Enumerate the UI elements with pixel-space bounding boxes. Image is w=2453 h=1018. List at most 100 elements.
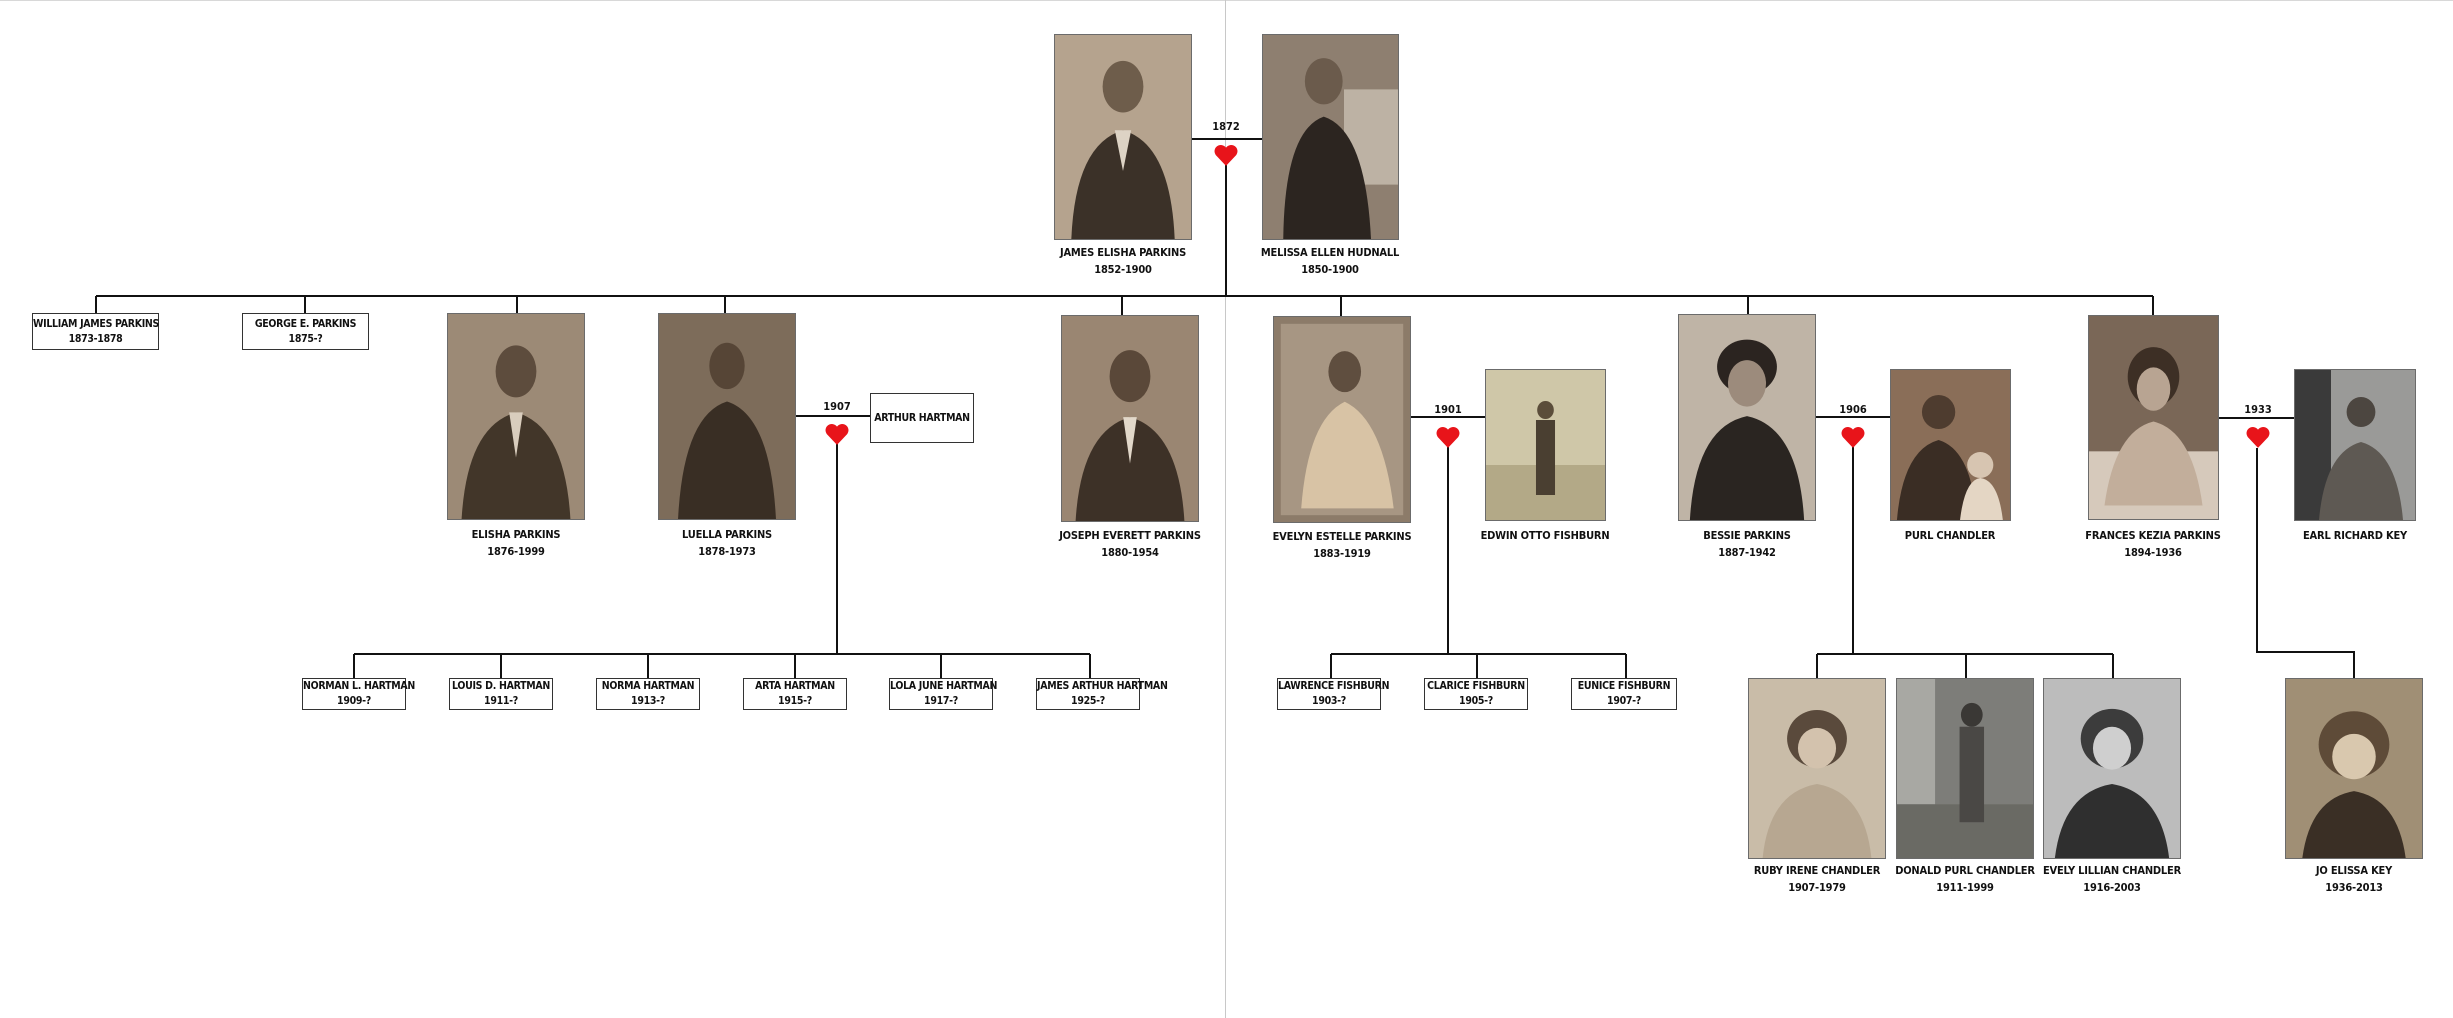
person-name: NORMA HARTMAN xyxy=(601,680,695,692)
portrait-frances-kezia-parkins xyxy=(2088,315,2219,520)
portrait-evelyn-estelle-parkins xyxy=(1273,316,1411,523)
person-dates: 1883-1919 xyxy=(1313,547,1371,560)
person-dates: 1936-2013 xyxy=(2325,881,2383,894)
portrait-purl-chandler xyxy=(1890,369,2011,521)
heart-icon xyxy=(1436,426,1460,448)
person-dates: 1925-? xyxy=(1071,695,1105,707)
person-dates: 1873-1878 xyxy=(68,332,123,345)
person-dates: 1915-? xyxy=(778,695,812,707)
person-dates: 1911-1999 xyxy=(1936,881,1994,894)
person-name: JO ELISSA KEY xyxy=(2315,864,2393,877)
person-name: LOUIS D. HARTMAN xyxy=(452,680,550,692)
heart-icon xyxy=(1841,426,1865,448)
person-dates: 1875-? xyxy=(288,332,323,345)
portrait-jo-elissa-key xyxy=(2285,678,2423,859)
box-arta-hartman: ARTA HARTMAN 1915-? xyxy=(743,678,847,710)
person-name: ELISHA PARKINS xyxy=(471,528,561,541)
portrait-bessie-parkins xyxy=(1678,314,1816,521)
portrait-elisha-parkins xyxy=(447,313,585,520)
person-dates: 1894-1936 xyxy=(2124,546,2182,559)
marriage-year: 1933 xyxy=(2244,403,2272,416)
person-name: BESSIE PARKINS xyxy=(1703,529,1791,542)
portrait-earl-richard-key xyxy=(2294,369,2416,521)
person-dates: 1876-1999 xyxy=(487,545,545,558)
person-dates: 1878-1973 xyxy=(698,545,756,558)
person-dates: 1852-1900 xyxy=(1094,263,1152,276)
person-dates: 1907-? xyxy=(1607,695,1641,707)
person-dates: 1911-? xyxy=(484,695,518,707)
portrait-edwin-otto-fishburn xyxy=(1485,369,1606,521)
portrait-james-elisha-parkins xyxy=(1054,34,1192,240)
box-norman-l-hartman: NORMAN L. HARTMAN 1909-? xyxy=(302,678,415,710)
person-name: PURL CHANDLER xyxy=(1904,529,1996,542)
caption-earl-richard-key: EARL RICHARD KEY xyxy=(2255,527,2453,544)
marriage-year: 1906 xyxy=(1839,403,1867,416)
heart-icon xyxy=(1214,144,1238,166)
portrait-joseph-everett-parkins xyxy=(1061,315,1199,522)
person-name: LUELLA PARKINS xyxy=(682,528,772,541)
caption-edwin-otto-fishburn: EDWIN OTTO FISHBURN xyxy=(1445,527,1645,544)
person-name: EARL RICHARD KEY xyxy=(2303,529,2407,542)
person-name: NORMAN L. HARTMAN xyxy=(303,680,415,692)
person-dates: 1880-1954 xyxy=(1101,546,1159,559)
portrait-donald-purl-chandler xyxy=(1896,678,2034,859)
caption-evelyn-estelle-parkins: EVELYN ESTELLE PARKINS 1883-1919 xyxy=(1242,528,1442,562)
person-name: DONALD PURL CHANDLER xyxy=(1895,864,2035,877)
marriage-year: 1907 xyxy=(823,400,851,413)
portrait-evely-lillian-chandler xyxy=(2043,678,2181,859)
box-lawrence-fishburn: LAWRENCE FISHBURN 1903-? xyxy=(1277,678,1390,710)
person-dates: 1903-? xyxy=(1312,695,1346,707)
person-dates: 1913-? xyxy=(631,695,665,707)
caption-elisha-parkins: ELISHA PARKINS 1876-1999 xyxy=(416,526,616,560)
person-name: EVELY LILLIAN CHANDLER xyxy=(2042,864,2182,877)
top-border xyxy=(0,0,2453,1)
person-name: JAMES ARTHUR HARTMAN xyxy=(1037,680,1168,692)
heart-icon xyxy=(2246,426,2270,448)
person-name: FRANCES KEZIA PARKINS xyxy=(2085,529,2221,542)
box-lola-june-hartman: LOLA JUNE HARTMAN 1917-? xyxy=(889,678,998,710)
person-name: GEORGE E. PARKINS xyxy=(254,317,357,330)
heart-icon xyxy=(825,423,849,445)
person-dates: 1907-1979 xyxy=(1788,881,1846,894)
person-name: ARTHUR HARTMAN xyxy=(874,411,970,424)
person-dates: 1850-1900 xyxy=(1301,263,1359,276)
caption-purl-chandler: PURL CHANDLER xyxy=(1850,527,2050,544)
caption-evely-lillian-chandler: EVELY LILLIAN CHANDLER 1916-2003 xyxy=(2012,862,2212,896)
portrait-melissa-ellen-hudnall xyxy=(1262,34,1399,240)
person-name: ARTA HARTMAN xyxy=(755,680,835,692)
box-william-james-parkins: WILLIAM JAMES PARKINS 1873-1878 xyxy=(32,313,159,350)
person-name: EDWIN OTTO FISHBURN xyxy=(1480,529,1610,542)
caption-frances-kezia-parkins: FRANCES KEZIA PARKINS 1894-1936 xyxy=(2053,527,2253,561)
box-eunice-fishburn: EUNICE FISHBURN 1907-? xyxy=(1571,678,1677,710)
person-dates: 1905-? xyxy=(1459,695,1493,707)
portrait-luella-parkins xyxy=(658,313,796,520)
person-name: LAWRENCE FISHBURN xyxy=(1278,680,1390,692)
caption-jo-elissa-key: JO ELISSA KEY 1936-2013 xyxy=(2254,862,2453,896)
caption-ruby-irene-chandler: RUBY IRENE CHANDLER 1907-1979 xyxy=(1717,862,1917,896)
caption-joseph-everett-parkins: JOSEPH EVERETT PARKINS 1880-1954 xyxy=(1030,527,1230,561)
person-name: WILLIAM JAMES PARKINS xyxy=(33,317,160,330)
person-dates: 1916-2003 xyxy=(2083,881,2141,894)
person-name: LOLA JUNE HARTMAN xyxy=(890,680,998,692)
person-name: JOSEPH EVERETT PARKINS xyxy=(1059,529,1201,542)
box-louis-d-hartman: LOUIS D. HARTMAN 1911-? xyxy=(449,678,553,710)
box-arthur-hartman: ARTHUR HARTMAN xyxy=(870,393,974,443)
caption-bessie-parkins: BESSIE PARKINS 1887-1942 xyxy=(1647,527,1847,561)
person-name: CLARICE FISHBURN xyxy=(1427,680,1525,692)
person-name: RUBY IRENE CHANDLER xyxy=(1753,864,1881,877)
person-name: EUNICE FISHBURN xyxy=(1577,680,1671,692)
person-dates: 1909-? xyxy=(337,695,371,707)
person-name: EVELYN ESTELLE PARKINS xyxy=(1272,530,1412,543)
portrait-ruby-irene-chandler xyxy=(1748,678,1886,859)
box-george-e-parkins: GEORGE E. PARKINS 1875-? xyxy=(242,313,369,350)
person-dates: 1887-1942 xyxy=(1718,546,1776,559)
box-norma-hartman: NORMA HARTMAN 1913-? xyxy=(596,678,700,710)
caption-donald-purl-chandler: DONALD PURL CHANDLER 1911-1999 xyxy=(1865,862,2065,896)
box-clarice-fishburn: CLARICE FISHBURN 1905-? xyxy=(1424,678,1528,710)
box-james-arthur-hartman: JAMES ARTHUR HARTMAN 1925-? xyxy=(1036,678,1168,710)
center-divider xyxy=(1225,0,1226,1018)
person-dates: 1917-? xyxy=(924,695,958,707)
